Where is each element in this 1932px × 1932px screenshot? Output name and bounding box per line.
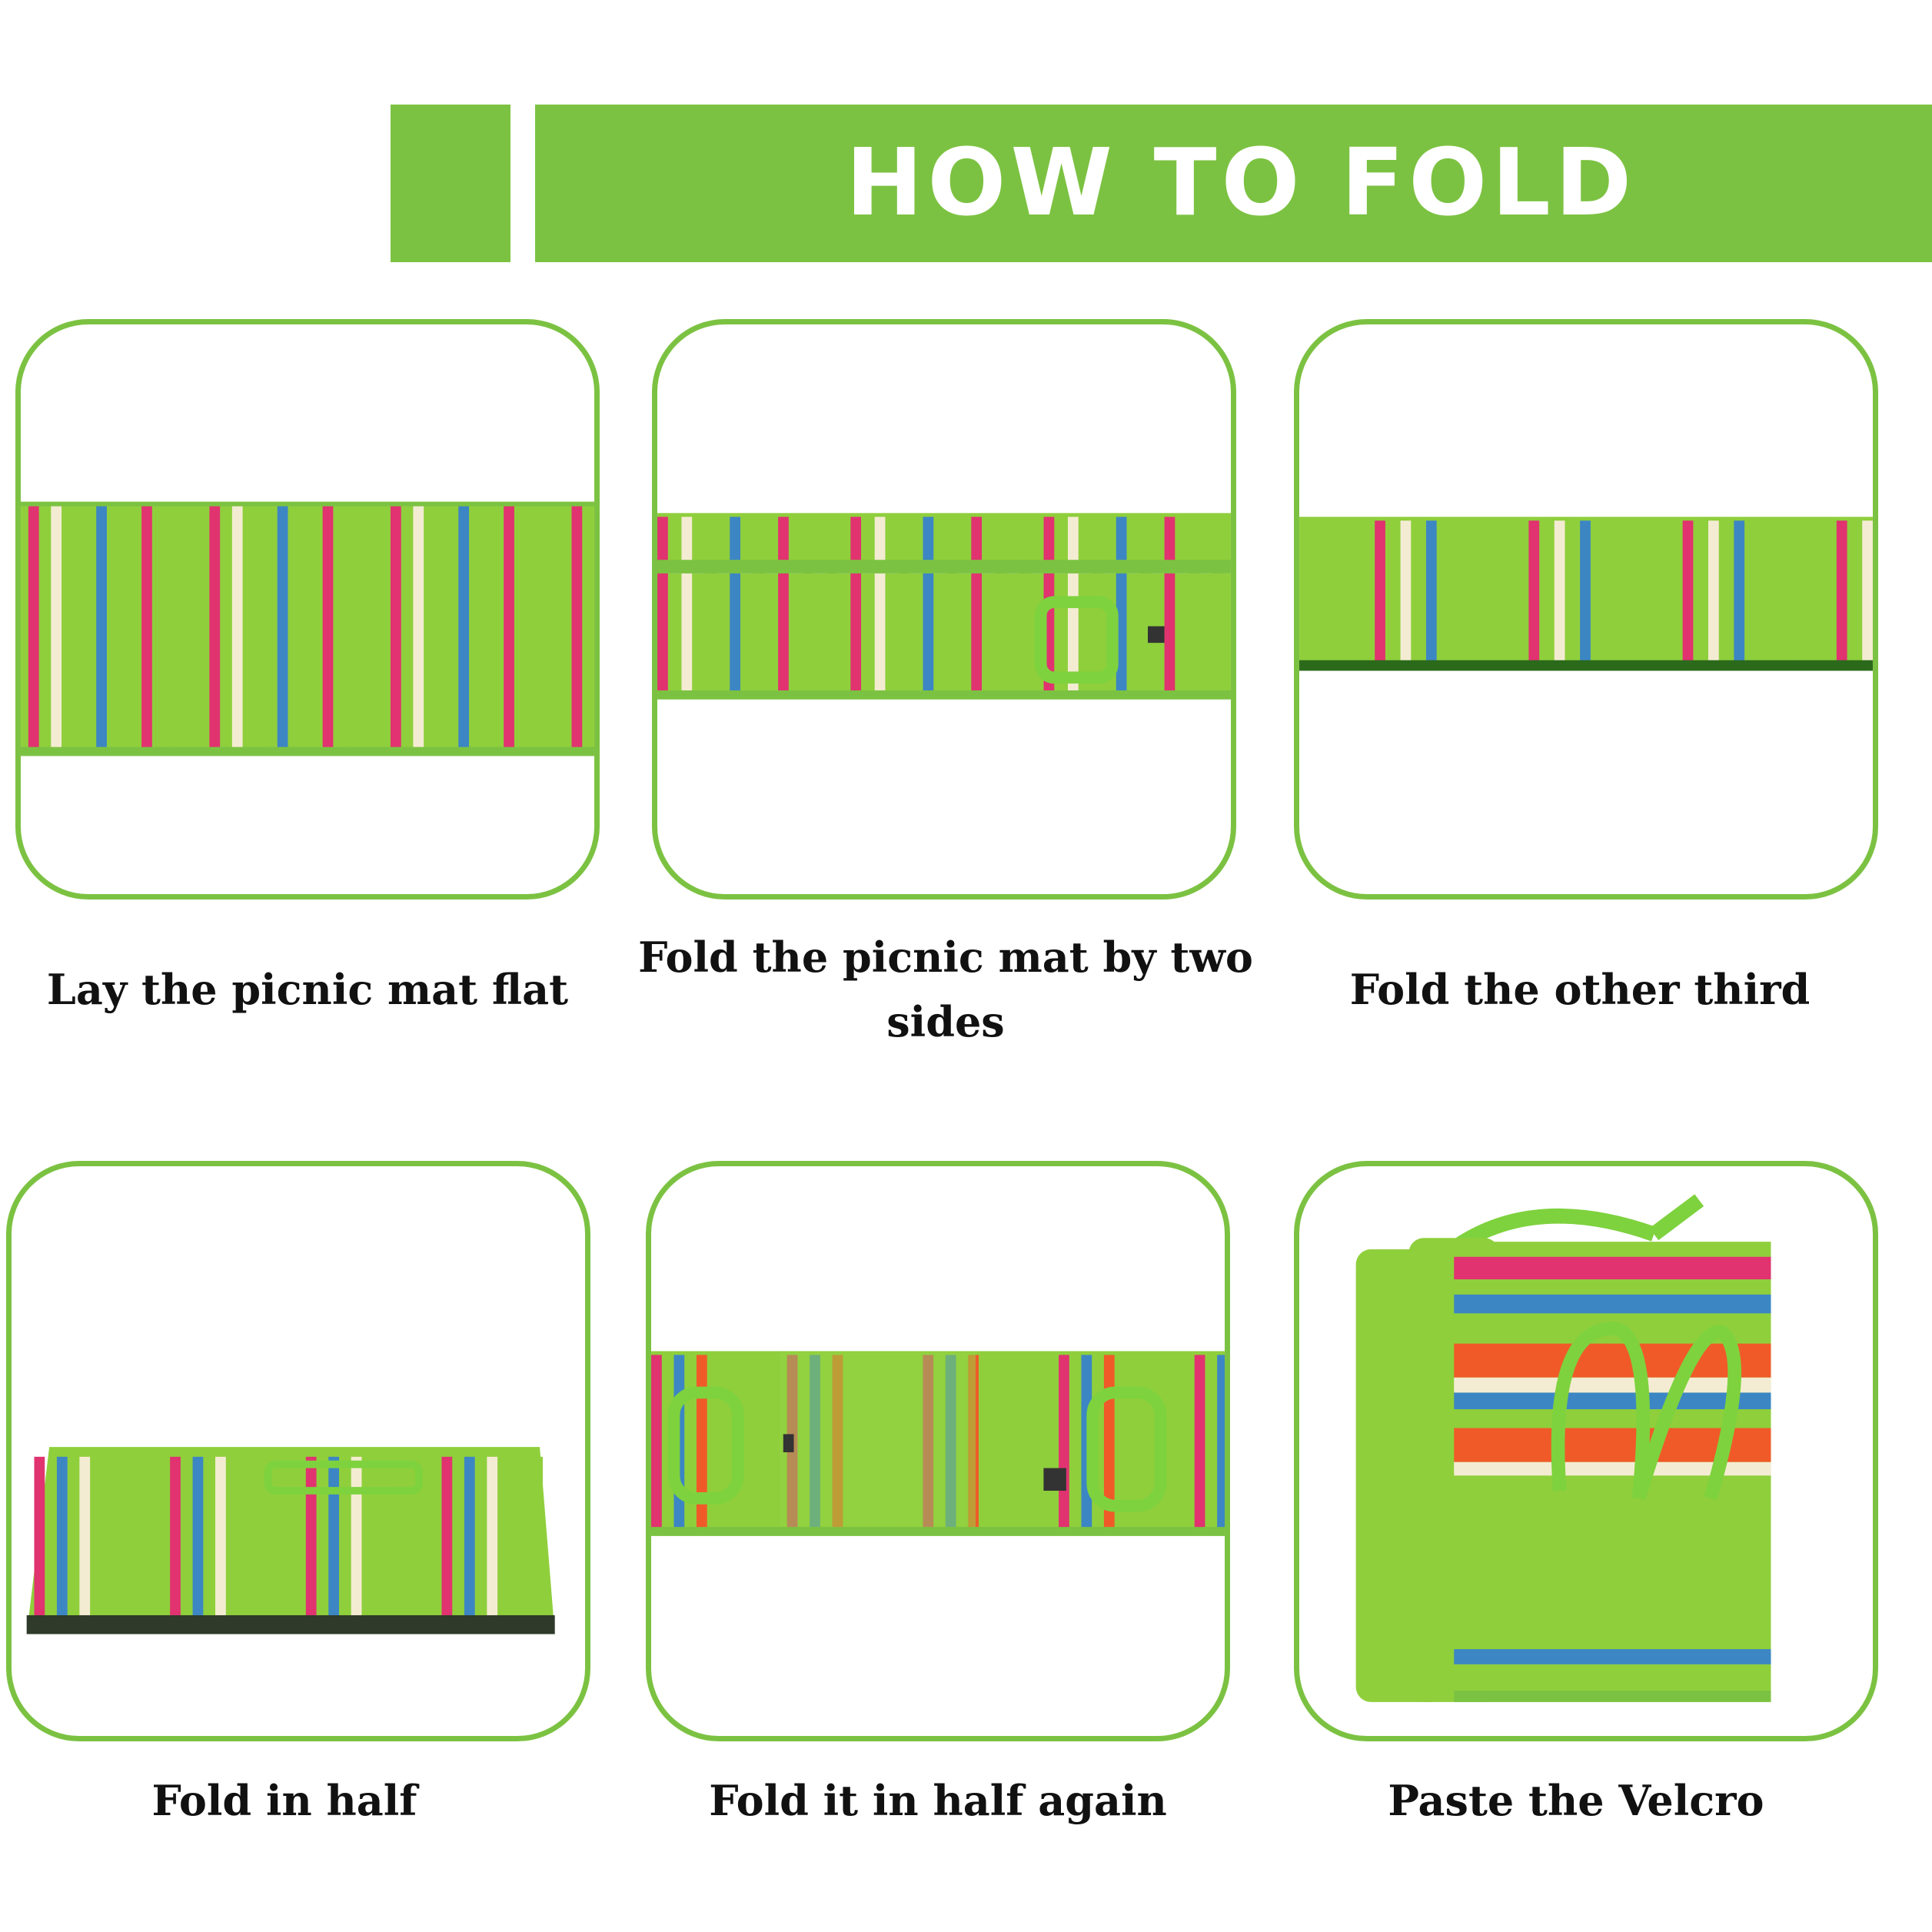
step-4-caption: Fold in half [151,1776,417,1825]
step-2-panel [652,319,1236,899]
step-1-caption: Lay the picnic mat flat [46,965,569,1014]
step-5-caption: Fold it in half again [709,1776,1167,1825]
page-title: HOW TO FOLD [846,130,1637,237]
step-4-mat-image [26,1447,555,1634]
step-3-caption: Fold the other third [1349,965,1811,1014]
step-1-mat-image [21,501,594,757]
step-4-panel [6,1161,590,1741]
step-6-mat-image [1355,1194,1771,1702]
step-1-panel [15,319,600,899]
step-3-panel [1294,319,1878,899]
step-6-panel [1294,1161,1878,1741]
step-2-mat-image [657,513,1231,700]
step-5-mat-image [651,1351,1225,1536]
step-6-caption: Paste the Velcro [1388,1776,1764,1825]
banner-bar [535,105,1932,262]
step-2-caption: Fold the picnic mat by two sides [638,933,1253,1046]
banner-accent-block [391,105,510,262]
step-3-mat-image [1299,517,1873,671]
step-5-panel [646,1161,1230,1741]
